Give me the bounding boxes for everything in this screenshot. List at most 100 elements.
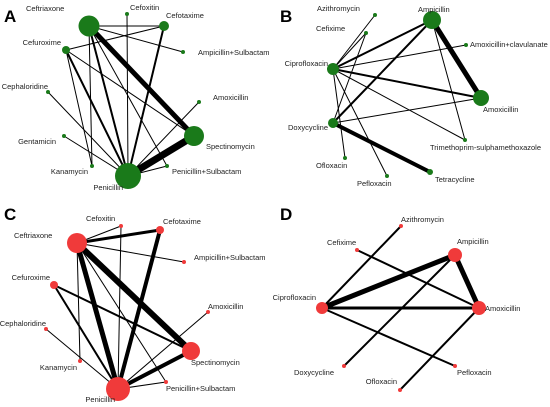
panel-b-node-ampicillin <box>423 11 441 29</box>
panel-d-node-cefixime <box>355 248 359 252</box>
panel-b-node-pefloxacin <box>385 174 389 178</box>
panel-b-label-ampicillin: Ampicillin <box>418 5 450 14</box>
panel-c-label-cephaloridine: Cephaloridine <box>0 319 46 328</box>
panel-b-node-doxycycline <box>328 118 338 128</box>
panel-c-node-penicillin <box>106 377 130 401</box>
panel-c-edge-amoxicillin-penicillin <box>117 311 209 390</box>
panel-a-node-cefoxitin <box>125 12 129 16</box>
panel-c-node-ceftriaxone <box>67 233 87 253</box>
panel-d-node-ciprofloxacin <box>316 302 328 314</box>
panel-c-node-kanamycin <box>78 359 82 363</box>
panel-a-label-ceftriaxone: Ceftriaxone <box>26 4 64 13</box>
panel-c-edge-spectinomycin-penicillin <box>116 349 193 391</box>
panel-d-node-doxycycline <box>342 364 346 368</box>
panel-c-label-ceftriaxone: Ceftriaxone <box>14 231 52 240</box>
panel-b-label-ciprofloxacin: Ciprofloxacin <box>285 59 328 68</box>
panel-b-label-cefixime: Cefixime <box>316 24 345 33</box>
panel-b-edge-ampicillin-trimethoprim-sulphamethoxazole <box>431 19 466 141</box>
panel-a-node-kanamycin <box>90 164 94 168</box>
panel-a-node-gentamicin <box>62 134 66 138</box>
panel-b-label-ofloxacin: Ofloxacin <box>316 161 347 170</box>
panel-a-edge-ceftriaxone-ampicillin-sulbactam <box>88 25 184 53</box>
panel-c-node-cefoxitin <box>119 224 123 228</box>
panel-d-node-pefloxacin <box>453 364 457 368</box>
panel-b-node-cefixime <box>364 31 368 35</box>
panel-c-label-ampicillin-sulbactam: Ampicillin+Sulbactam <box>194 253 266 262</box>
panel-d-edge-cefixime-amoxicillin <box>356 249 480 309</box>
panel-a-edge-ceftriaxone-kanamycin <box>88 25 93 167</box>
panel-d-node-azithromycin <box>399 224 403 228</box>
panel-b-label-tetracycline: Tetracycline <box>435 175 475 184</box>
panel-a-edge-cefuroxime-kanamycin <box>65 49 93 167</box>
panel-a-node-ceftriaxone <box>78 15 100 37</box>
panel-c-edge-ceftriaxone-kanamycin <box>76 242 81 362</box>
panel-b-node-trimethoprim-sulphamethoxazole <box>463 138 467 142</box>
panel-d-node-amoxicillin <box>472 301 486 315</box>
panel-d-edge-ciprofloxacin-azithromycin <box>321 225 402 309</box>
panel-a-node-amoxicillin <box>197 100 201 104</box>
panel-c-edge-ceftriaxone-spectinomycin <box>74 240 194 354</box>
panel-b-edge-ciprofloxacin-amoxicillin-clavulanate <box>332 44 467 70</box>
panel-b-label-doxycycline: Doxycycline <box>288 123 328 132</box>
panel-a-edge-cefoxitin-penicillin <box>126 13 129 177</box>
panel-b-edge-ciprofloxacin-azithromycin <box>332 14 376 70</box>
panel-d-letter: D <box>280 205 292 224</box>
panel-c-label-penicillin: Penicillin <box>85 395 115 404</box>
panel-b-edge-ampicillin-doxycycline <box>332 19 433 124</box>
panel-a-edges <box>47 13 200 180</box>
panel-c-node-cefuroxime <box>50 281 58 289</box>
panel-b-node-amoxicillin <box>473 90 489 106</box>
panel-d-label-ampicillin: Ampicillin <box>457 237 489 246</box>
panel-b-edge-ciprofloxacin-trimethoprim-sulphamethoxazole <box>332 68 466 141</box>
panel-b-label-pefloxacin: Pefloxacin <box>357 179 392 188</box>
panel-b-edge-ciprofloxacin-pefloxacin <box>332 68 388 177</box>
panel-a-node-cefotaxime <box>159 21 169 31</box>
panel-a-letter: A <box>4 7 16 26</box>
panel-c-label-penicillin-sulbactam: Penicillin+Sulbactam <box>166 384 235 393</box>
panel-a-edge-ceftriaxone-penicillin <box>88 25 129 177</box>
panel-b-label-amoxicillin: Amoxicillin <box>483 105 518 114</box>
panel-c-label-amoxicillin: Amoxicillin <box>208 302 243 311</box>
panel-b-node-tetracycline <box>427 169 433 175</box>
panel-c-edge-cefuroxime-penicillin <box>53 284 119 390</box>
panel-c-node-penicillin-sulbactam <box>164 380 168 384</box>
panel-d-node-ofloxacin <box>398 388 402 392</box>
panel-b-node-azithromycin <box>373 13 377 17</box>
panel-a-node-ampicillin-sulbactam <box>181 50 185 54</box>
panel-a-label-cefuroxime: Cefuroxime <box>23 38 61 47</box>
panel-c-edge-cefotaxime-penicillin <box>116 228 162 391</box>
panel-a-edge-amoxicillin-penicillin <box>127 101 200 177</box>
panel-d-node-ampicillin <box>448 248 462 262</box>
panel-c-node-cefotaxime <box>156 226 164 234</box>
panel-a-edge-cephaloridine-penicillin <box>47 91 129 177</box>
panel-b-node-ofloxacin <box>343 156 347 160</box>
panel-c-label-kanamycin: Kanamycin <box>40 363 77 372</box>
panel-a-label-amoxicillin: Amoxicillin <box>213 93 248 102</box>
panel-d-label-doxycycline: Doxycycline <box>294 368 334 377</box>
panel-c-letter: C <box>4 205 16 224</box>
panel-a-node-cephaloridine <box>46 90 50 94</box>
panel-b-edge-ciprofloxacin-cefixime <box>332 32 367 70</box>
panel-d-edge-ofloxacin-amoxicillin <box>399 307 480 391</box>
panel-c-node-ampicillin-sulbactam <box>182 260 186 264</box>
panel-d-label-ofloxacin: Ofloxacin <box>366 377 397 386</box>
panel-b-edge-ampicillin-ciprofloxacin <box>332 19 433 70</box>
panel-a-edge-cefotaxime-cefuroxime <box>65 25 165 51</box>
panel-b-edge-ciprofloxacin-ofloxacin <box>332 68 346 159</box>
panel-a-label-cephaloridine: Cephaloridine <box>2 82 48 91</box>
panel-d-label-amoxicillin: Amoxicillin <box>485 304 520 313</box>
panel-d-edge-ciprofloxacin-ampicillin <box>319 252 458 311</box>
panel-d-edge-doxycycline-ampicillin <box>343 254 456 367</box>
panel-c-node-amoxicillin <box>206 310 210 314</box>
panel-d-label-ciprofloxacin: Ciprofloxacin <box>273 293 316 302</box>
panel-c: C CefoxitinCeftriaxoneCefotaximeAmpicill… <box>0 205 266 404</box>
panel-a-label-spectinomycin: Spectinomycin <box>206 142 255 151</box>
panel-c-label-cefuroxime: Cefuroxime <box>12 273 50 282</box>
panel-c-edge-ceftriaxone-penicillin <box>74 240 121 392</box>
